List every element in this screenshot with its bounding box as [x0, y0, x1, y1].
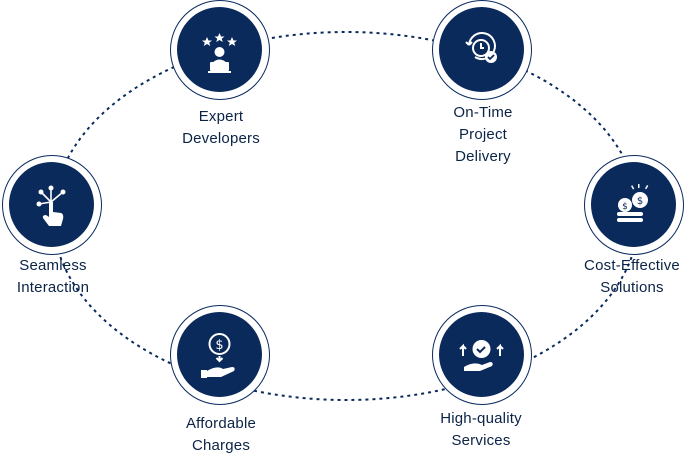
cost-effective-label: Cost-Effective Solutions [584, 257, 680, 296]
expert-developers-node [170, 0, 270, 100]
seamless-disc [9, 162, 94, 247]
seamless-label: Seamless Interaction [16, 257, 90, 296]
clock-with-checkmark-icon [465, 32, 497, 63]
svg-text:$: $ [637, 196, 643, 207]
coins-stack-icon: $ $ [617, 184, 649, 222]
seamless-node [2, 155, 102, 255]
quality-badge-hand-icon [459, 340, 504, 371]
on-time-delivery-node [432, 0, 532, 100]
high-quality-disc [439, 312, 524, 397]
expert-developers-label: Expert Developers [182, 108, 260, 147]
on-time-delivery-disc [439, 7, 524, 92]
affordable-disc: $ [177, 312, 262, 397]
developer-with-stars-icon [202, 33, 237, 73]
dollar-coin-hand-icon: $ [201, 333, 235, 378]
touch-network-icon [36, 185, 66, 226]
affordable-node: $ [170, 305, 270, 405]
svg-text:$: $ [215, 338, 223, 353]
high-quality-label: High-quality Services [440, 410, 522, 449]
affordable-label: Affordable Charges [185, 415, 257, 454]
svg-text:$: $ [622, 202, 628, 212]
expert-developers-disc [177, 7, 262, 92]
on-time-delivery-label: On-Time Project Delivery [453, 104, 513, 165]
cost-effective-disc: $ $ [591, 162, 676, 247]
cost-effective-node: $ $ [584, 155, 684, 255]
high-quality-node [432, 305, 532, 405]
